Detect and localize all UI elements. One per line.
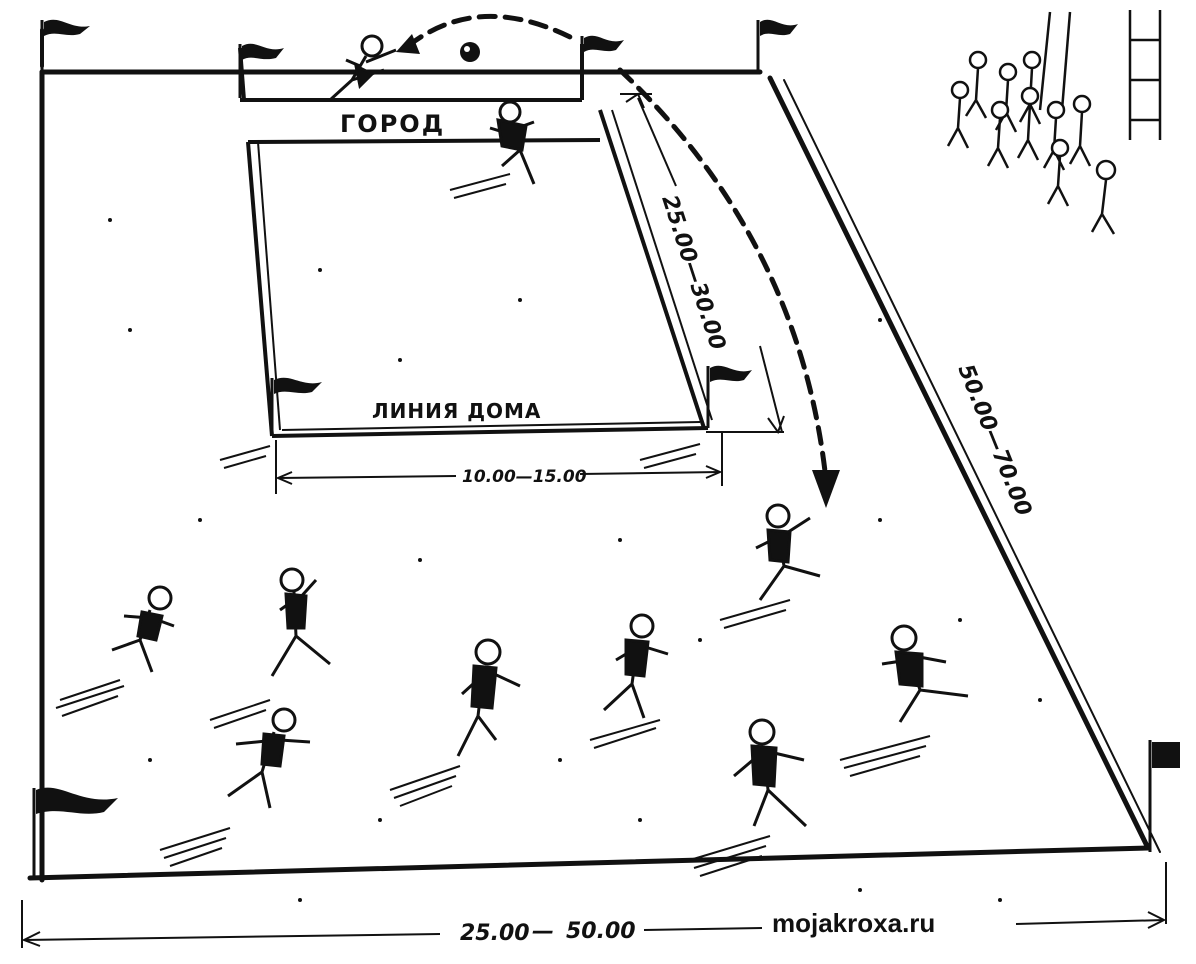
running-player [881, 624, 969, 723]
dimension-field-width-a: 25.00 [460, 921, 530, 946]
player-catcher [489, 100, 536, 185]
flag [32, 787, 118, 878]
dimension-field-width-b: 50.00 [566, 919, 636, 944]
flag [1148, 740, 1180, 852]
running-player [227, 707, 311, 809]
flag [270, 377, 322, 436]
ground-texture [108, 178, 1042, 902]
home-line-label: ЛИНИЯ ДОМА [372, 399, 541, 423]
ball-trajectory [405, 14, 829, 483]
shadow-hatching [55, 173, 931, 877]
running-player [111, 585, 175, 673]
spectators-group [946, 10, 1162, 235]
player-jumping [328, 34, 397, 102]
dimension-home-width [275, 432, 723, 494]
watermark: mojakroxa.ru [772, 908, 935, 938]
running-player [456, 638, 521, 757]
running-player [755, 503, 821, 601]
flag [756, 19, 798, 74]
city-label-band: ГОРОД [340, 110, 445, 138]
svg-text:—: — [532, 919, 554, 944]
dimension-home-width-label: 10.00—15.00 [462, 467, 587, 487]
trajectory-arrowhead [812, 470, 840, 508]
dimension-field-length-label: 50.00—70.00 [952, 361, 1036, 520]
city-zone [238, 44, 713, 438]
dimension-city-depth-label: 25.00—30.00 [656, 192, 730, 353]
running-player [733, 718, 808, 828]
flag [238, 43, 284, 98]
flag [40, 19, 90, 70]
running-player [602, 613, 669, 719]
city-label: ГОРОД [340, 110, 445, 138]
ball [460, 42, 480, 62]
flag [580, 35, 624, 98]
flag [706, 365, 752, 428]
running-player [270, 567, 331, 677]
dimension-field-width [21, 862, 1167, 948]
trajectory-arrowhead [396, 34, 420, 54]
